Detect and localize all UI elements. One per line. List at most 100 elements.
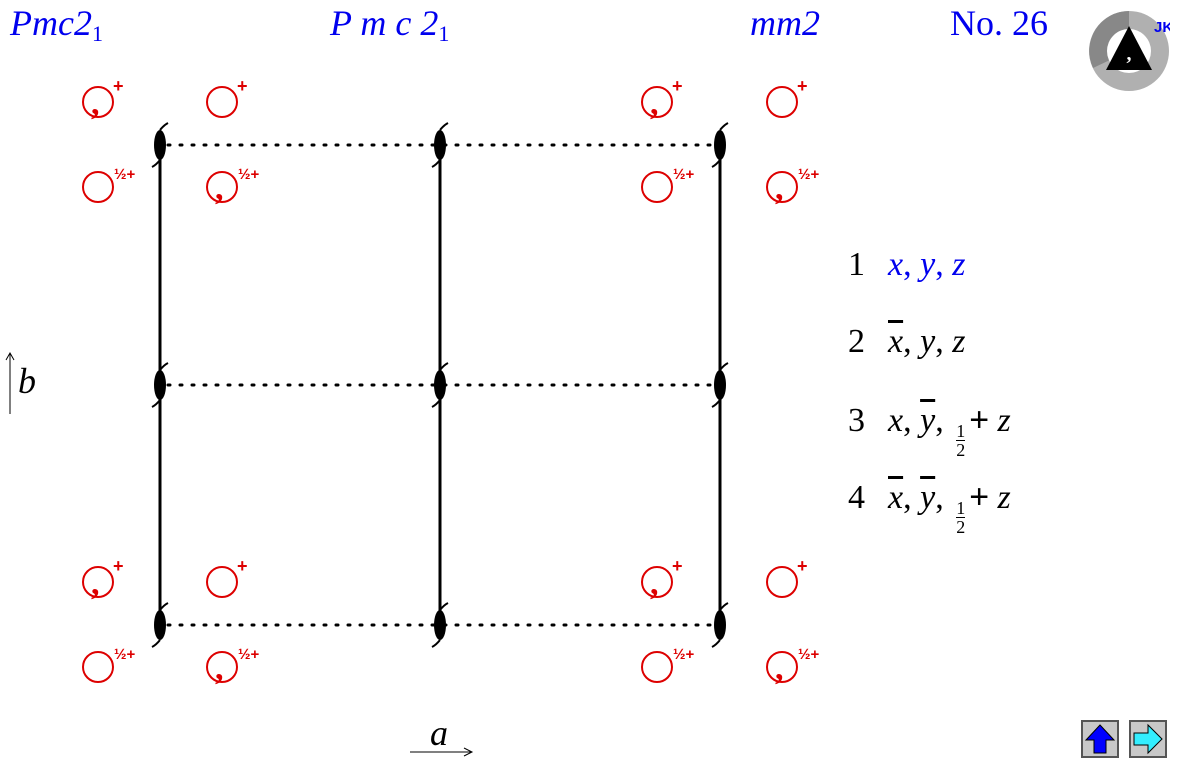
height-label: ½+ bbox=[798, 646, 820, 663]
position-circle-icon bbox=[82, 651, 114, 683]
hm-symbol-short: Pmc21 bbox=[10, 3, 103, 46]
equivalent-position-symbol: ½+ bbox=[641, 646, 695, 683]
position-circle-icon bbox=[766, 171, 798, 203]
equivalent-position-symbol: + bbox=[206, 76, 248, 118]
height-label: ½+ bbox=[673, 646, 695, 663]
point-group: mm2 bbox=[750, 3, 820, 43]
screw-axis-hook bbox=[151, 122, 169, 168]
jkc-logo: , JKC bbox=[1089, 11, 1170, 91]
position-number: 1 bbox=[848, 246, 865, 283]
height-label: ½+ bbox=[114, 646, 136, 663]
height-label: + bbox=[797, 76, 808, 96]
screw-axis-hook bbox=[711, 362, 729, 408]
twofold-screw-axis-icon bbox=[431, 122, 449, 168]
screw-axis-hook bbox=[151, 362, 169, 408]
screw-axis-body bbox=[154, 610, 166, 640]
height-label: ½+ bbox=[673, 166, 695, 183]
position-circle-icon bbox=[206, 86, 238, 118]
comma-icon: , bbox=[650, 565, 659, 602]
equivalent-position-symbol: ,+ bbox=[82, 556, 124, 602]
coordinate-triplet-1: 1 x, y, z bbox=[848, 246, 965, 284]
right-arrow-icon bbox=[1133, 723, 1163, 755]
next-button[interactable] bbox=[1129, 720, 1167, 758]
position-circle-icon bbox=[82, 171, 114, 203]
position-circle-icon bbox=[206, 171, 238, 203]
comma-icon: , bbox=[775, 170, 784, 207]
position-circle-icon bbox=[82, 566, 114, 598]
twofold-screw-axis-icon bbox=[711, 602, 729, 648]
coordinate-text: x, y, z bbox=[888, 246, 966, 283]
screw-axis-hook bbox=[431, 362, 449, 408]
height-label: + bbox=[797, 556, 808, 576]
equivalent-position-symbol: + bbox=[766, 556, 808, 598]
height-label: + bbox=[237, 76, 248, 96]
comma-icon: , bbox=[91, 85, 100, 122]
height-label: ½+ bbox=[798, 166, 820, 183]
height-label: ½+ bbox=[114, 166, 136, 183]
space-group-number: No. 26 bbox=[950, 3, 1048, 43]
axis-b-label: b bbox=[18, 361, 36, 401]
screw-axis-body bbox=[714, 370, 726, 400]
twofold-screw-axis-icon bbox=[151, 602, 169, 648]
position-circle-icon bbox=[206, 651, 238, 683]
position-circle-icon bbox=[641, 86, 673, 118]
height-label: + bbox=[113, 76, 124, 96]
position-number: 2 bbox=[848, 323, 865, 360]
position-circle-icon bbox=[641, 566, 673, 598]
height-label: + bbox=[237, 556, 248, 576]
comma-icon: , bbox=[215, 170, 224, 207]
screw-axis-body bbox=[714, 610, 726, 640]
equivalent-position-symbol: ,+ bbox=[82, 76, 124, 122]
up-button[interactable] bbox=[1081, 720, 1119, 758]
position-circle-icon bbox=[766, 651, 798, 683]
position-number: 3 bbox=[848, 402, 865, 439]
comma-icon: , bbox=[91, 565, 100, 602]
comma-icon: , bbox=[215, 650, 224, 687]
position-circle-icon bbox=[206, 566, 238, 598]
equivalent-position-symbol: , ½+ bbox=[766, 646, 820, 687]
equivalent-position-symbol: ½+ bbox=[82, 646, 136, 683]
screw-axis-body bbox=[154, 130, 166, 160]
equivalent-position-symbol: , ½+ bbox=[206, 646, 260, 687]
screw-axis-hook bbox=[151, 602, 169, 648]
height-label: + bbox=[113, 556, 124, 576]
twofold-screw-axis-icon bbox=[151, 362, 169, 408]
twofold-screw-axis-icon bbox=[711, 362, 729, 408]
equivalent-position-symbol: ½+ bbox=[82, 166, 136, 203]
equivalent-position-symbol: ,+ bbox=[641, 76, 683, 122]
screw-axis-hook bbox=[431, 122, 449, 168]
screw-axis-body bbox=[434, 610, 446, 640]
axis-a-arrow bbox=[410, 747, 474, 757]
screw-axis-body bbox=[434, 370, 446, 400]
svg-text:JKC: JKC bbox=[1154, 19, 1170, 36]
axis-b-arrow bbox=[5, 352, 15, 414]
equivalent-position-symbol: , ½+ bbox=[766, 166, 820, 207]
twofold-screw-axis-icon bbox=[151, 122, 169, 168]
equivalent-position-symbol: + bbox=[206, 556, 248, 598]
equivalent-position-symbol: ½+ bbox=[641, 166, 695, 203]
twofold-screw-axis-icon bbox=[431, 362, 449, 408]
height-label: ½+ bbox=[238, 646, 260, 663]
screw-axis-hook bbox=[711, 122, 729, 168]
comma-icon: , bbox=[650, 85, 659, 122]
comma-icon: , bbox=[775, 650, 784, 687]
up-arrow-icon bbox=[1084, 724, 1116, 754]
hm-symbol-full: P m c 21 bbox=[330, 3, 450, 46]
twofold-screw-axis-icon bbox=[711, 122, 729, 168]
height-label: + bbox=[672, 76, 683, 96]
position-circle-icon bbox=[82, 86, 114, 118]
screw-axis-body bbox=[434, 130, 446, 160]
svg-text:,: , bbox=[1127, 43, 1132, 65]
equivalent-position-symbol: ,½+ bbox=[206, 166, 260, 207]
twofold-screw-axis-icon bbox=[431, 602, 449, 648]
position-number: 4 bbox=[848, 479, 865, 516]
height-label: + bbox=[672, 556, 683, 576]
screw-axis-hook bbox=[711, 602, 729, 648]
position-circle-icon bbox=[641, 651, 673, 683]
position-circle-icon bbox=[766, 86, 798, 118]
